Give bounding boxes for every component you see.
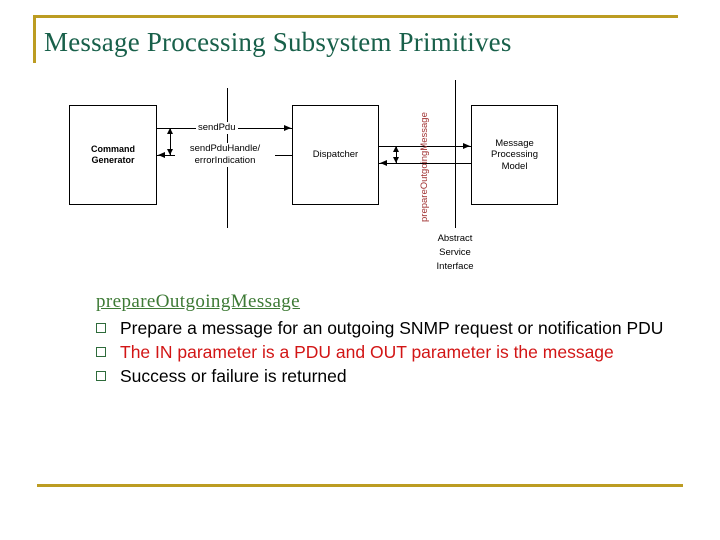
right-span-line xyxy=(396,146,397,163)
interface-label-prepareoutgoingmessage: prepareOutgoingMessage xyxy=(419,112,430,222)
body-heading: prepareOutgoingMessage xyxy=(96,291,301,312)
left-span-line xyxy=(170,128,171,155)
list-item-text: Success or failure is returned xyxy=(120,366,347,386)
edge-label-sendpduhandle: sendPduHandle/ errorIndication xyxy=(175,143,275,167)
diagram-node-command-generator: Command Generator xyxy=(69,105,157,205)
bottom-accent-rule xyxy=(37,484,683,487)
asi-caption: Abstract Service Interface xyxy=(436,233,474,272)
page-title: Message Processing Subsystem Primitives xyxy=(44,27,512,57)
diagram-node-message-processing-model: Message Processing Model xyxy=(471,105,558,205)
right-span-arrow-up xyxy=(392,146,399,152)
left-accent-rule xyxy=(33,15,36,63)
node-label-command-generator: Command Generator xyxy=(90,143,135,166)
architecture-diagram: Command Generator Dispatcher Message Pro… xyxy=(69,80,558,272)
top-accent-rule xyxy=(33,15,678,18)
list-item: Success or failure is returned xyxy=(96,364,706,388)
edge-label-sendpdu: sendPdu xyxy=(196,122,238,134)
content-body: prepareOutgoingMessage Prepare a message… xyxy=(96,290,706,388)
square-bullet-icon xyxy=(96,323,106,333)
list-item: The IN parameter is a PDU and OUT parame… xyxy=(96,340,706,364)
edge-sendpduhandle-arrowhead xyxy=(158,151,165,158)
edge-prepare-out-arrowhead xyxy=(463,142,470,149)
edge-prepare-back-line xyxy=(379,163,471,164)
edge-prepare-out-line xyxy=(379,146,471,147)
right-span-arrow-down xyxy=(392,157,399,163)
edge-prepare-back-arrowhead xyxy=(380,159,387,166)
asi-boundary-line-right xyxy=(455,80,456,228)
list-item-text: Prepare a message for an outgoing SNMP r… xyxy=(120,318,664,338)
diagram-node-dispatcher: Dispatcher xyxy=(292,105,379,205)
node-label-message-processing-model: Message Processing Model xyxy=(491,137,538,172)
list-item-text: The IN parameter is a PDU and OUT parame… xyxy=(120,342,614,362)
left-span-arrow-down xyxy=(166,149,173,155)
edge-sendpdu-arrowhead xyxy=(284,124,291,131)
square-bullet-icon xyxy=(96,347,106,357)
list-item: Prepare a message for an outgoing SNMP r… xyxy=(96,316,706,340)
square-bullet-icon xyxy=(96,371,106,381)
left-span-arrow-up xyxy=(166,128,173,134)
node-label-dispatcher: Dispatcher xyxy=(312,149,359,161)
